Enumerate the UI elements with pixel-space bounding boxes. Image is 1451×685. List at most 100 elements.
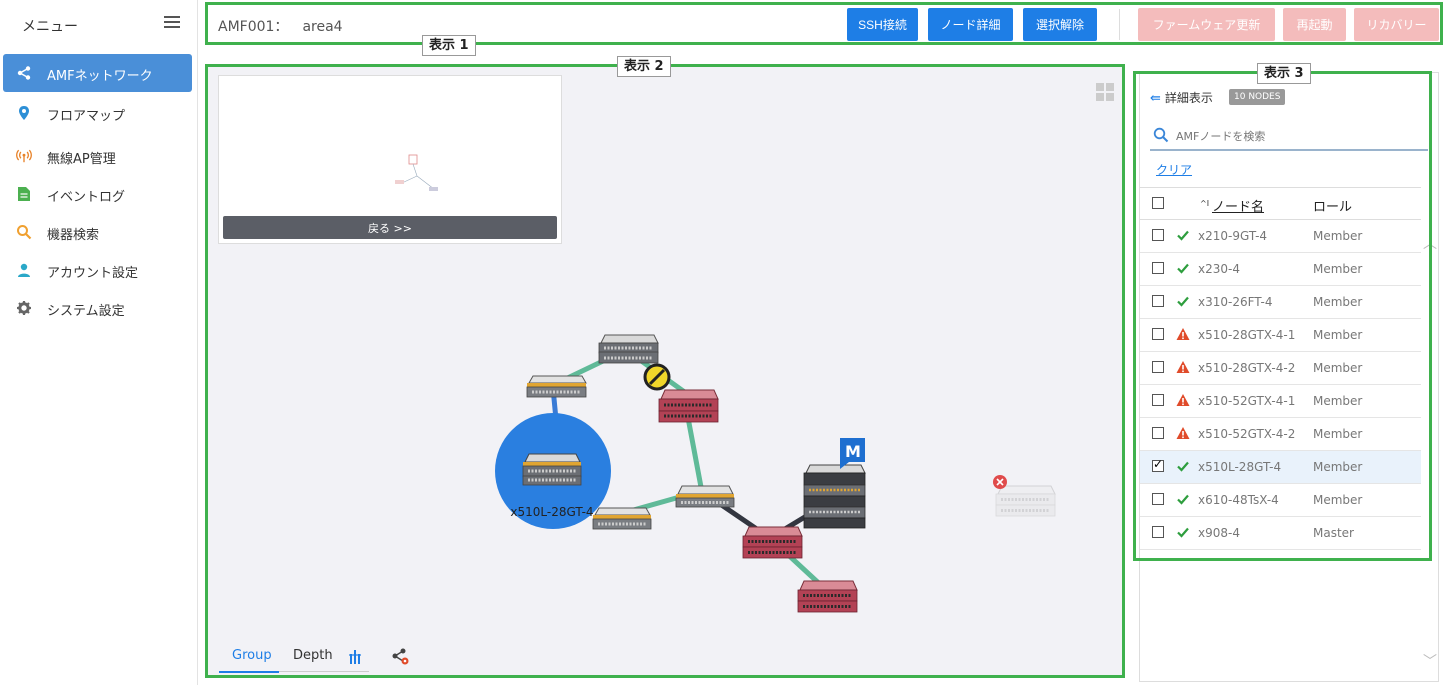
node-name: x510L-28GT-4 <box>1198 460 1282 474</box>
area-name: area4 <box>302 19 343 35</box>
node-name: x210-9GT-4 <box>1198 229 1268 243</box>
row-checkbox[interactable] <box>1152 295 1164 307</box>
recovery-button[interactable]: リカバリー <box>1354 8 1439 41</box>
row-checkbox[interactable] <box>1152 457 1164 472</box>
row-checkbox[interactable] <box>1152 262 1164 274</box>
row-checkbox[interactable] <box>1152 526 1164 538</box>
deselect-button[interactable]: 選択解除 <box>1023 8 1097 41</box>
node-x210[interactable] <box>592 507 652 530</box>
col-role[interactable]: ロール <box>1313 200 1353 215</box>
sidebar-item-wireless-ap[interactable]: 無線AP管理 <box>3 137 192 175</box>
node-x510-28gtx[interactable] <box>658 389 719 423</box>
detail-view-label: 詳細表示 <box>1164 91 1213 105</box>
row-checkbox[interactable] <box>1152 229 1164 241</box>
node-x230[interactable] <box>526 375 587 398</box>
node-search-input[interactable] <box>1176 126 1416 146</box>
active-tab-underline <box>219 671 279 673</box>
check-icon <box>1177 230 1189 241</box>
sidebar-item-event-log[interactable]: イベントログ <box>3 175 192 213</box>
scroll-up-icon[interactable]: ︿ <box>1423 236 1437 252</box>
back-button[interactable]: 戻る >> <box>223 216 557 239</box>
firmware-update-button[interactable]: ファームウェア更新 <box>1138 8 1275 41</box>
area-id: AMF001： <box>218 19 289 35</box>
check-icon <box>1177 296 1189 307</box>
network-map[interactable]: 戻る >> <box>205 64 1125 678</box>
node-x908-master[interactable] <box>803 464 866 529</box>
sidebar-item-account[interactable]: アカウント設定 <box>3 251 192 289</box>
col-node-name[interactable]: ノード名 <box>1212 200 1265 215</box>
error-icon <box>993 475 1007 489</box>
node-count-badge: 10 NODES <box>1229 89 1286 105</box>
row-checkbox[interactable] <box>1152 361 1164 373</box>
warning-icon <box>1176 394 1190 406</box>
node-role: Master <box>1313 526 1354 540</box>
scroll-down-icon[interactable]: ﹀ <box>1423 654 1437 670</box>
node-role: Member <box>1313 427 1363 441</box>
menu-title: メニュー <box>22 19 78 35</box>
node-x510-52gtx-1[interactable] <box>742 526 803 559</box>
select-all-checkbox[interactable] <box>1152 197 1164 209</box>
sidebar-header: メニュー <box>0 0 198 50</box>
node-role: Member <box>1313 295 1363 309</box>
tab-depth[interactable]: Depth <box>293 648 333 663</box>
tab-group[interactable]: Group <box>232 648 272 663</box>
node-x510-52gtx-2[interactable] <box>797 580 858 613</box>
check-icon <box>1177 461 1189 472</box>
minimap[interactable]: 戻る >> <box>218 75 562 244</box>
table-row[interactable]: x310-26FT-4 Member <box>1140 286 1421 319</box>
svg-text:M: M <box>845 442 861 461</box>
node-role: Member <box>1313 328 1363 342</box>
grid-icon[interactable] <box>1096 83 1114 101</box>
node-role: Member <box>1313 262 1363 276</box>
node-x510l-28gt-4-selected[interactable] <box>522 453 582 486</box>
node-disconnected[interactable] <box>995 485 1056 517</box>
annotation-label-1: 表示 1 <box>422 35 476 56</box>
ssh-button[interactable]: SSH接続 <box>847 8 918 41</box>
sidebar-item-label: システム設定 <box>47 304 125 319</box>
sidebar-item-floor-map[interactable]: フロアマップ <box>3 94 192 132</box>
sidebar-item-amf-network[interactable]: AMFネットワーク <box>3 54 192 92</box>
minimap-preview <box>395 154 438 191</box>
warning-icon <box>1176 361 1190 373</box>
row-checkbox[interactable] <box>1152 493 1164 505</box>
check-icon <box>1177 494 1189 505</box>
sort-indicator: ^I <box>1200 199 1210 208</box>
view-tabs: Group Depth <box>219 644 369 673</box>
clear-link[interactable]: クリア <box>1156 163 1193 177</box>
search-icon <box>1153 127 1169 143</box>
sidebar-item-label: 機器検索 <box>47 228 100 243</box>
reboot-button[interactable]: 再起動 <box>1283 8 1346 41</box>
detail-view-toggle[interactable]: ⇚詳細表示 <box>1150 89 1213 106</box>
row-checkbox[interactable] <box>1152 394 1164 406</box>
sidebar-item-system[interactable]: システム設定 <box>3 289 192 327</box>
row-checkbox[interactable] <box>1152 328 1164 340</box>
layout-icon[interactable] <box>348 649 362 665</box>
node-detail-button[interactable]: ノード詳細 <box>928 8 1013 41</box>
node-x610[interactable] <box>675 485 735 508</box>
node-role: Member <box>1313 394 1363 408</box>
hamburger-icon[interactable] <box>164 16 180 30</box>
toolbar: AMF001：area4 SSH接続 ノード詳細 選択解除 ファームウェア更新 … <box>205 2 1443 45</box>
node-search <box>1150 123 1428 151</box>
network-settings-icon[interactable] <box>391 647 411 667</box>
check-icon <box>1177 527 1189 538</box>
table-row[interactable]: x510L-28GT-4 Member <box>1140 451 1421 484</box>
annotation-label-2: 表示 2 <box>617 56 671 77</box>
sidebar-item-device-search[interactable]: 機器検索 <box>3 213 192 251</box>
sidebar-item-label: アカウント設定 <box>47 266 139 281</box>
node-role: Member <box>1313 460 1363 474</box>
node-name: x310-26FT-4 <box>1198 295 1273 309</box>
annotation-label-3: 表示 3 <box>1257 63 1311 84</box>
row-checkbox[interactable] <box>1152 427 1164 439</box>
node-x310[interactable] <box>598 334 659 364</box>
master-badge: M <box>840 438 865 469</box>
blocked-icon <box>643 363 671 391</box>
